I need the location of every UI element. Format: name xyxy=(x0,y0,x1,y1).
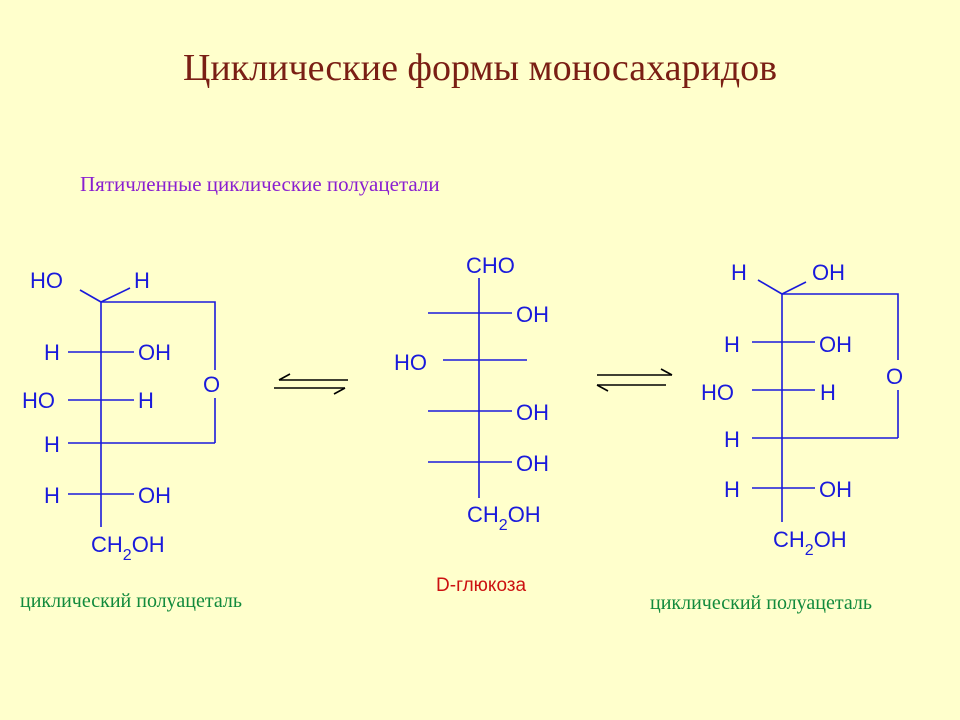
left-ring-oxygen: O xyxy=(203,372,220,397)
page-title: Циклические формы моносахаридов xyxy=(182,47,778,89)
left-ch2oh: CH2OH xyxy=(91,532,165,564)
right-ring-bond xyxy=(782,293,899,360)
right-cyclic-hemiacetal: H OH H OH HO H H H OH O CH2OH xyxy=(701,260,903,559)
center-caption: D-глюкоза xyxy=(436,575,526,597)
section-subtitle: Пятичленные циклические полуацетали xyxy=(80,172,440,196)
center-c5-oh: OH xyxy=(516,451,549,476)
center-c3-ho: HO xyxy=(394,350,427,375)
right-c5-h: H xyxy=(724,477,740,502)
left-c2-h: H xyxy=(44,340,60,365)
right-c3-ho: HO xyxy=(701,380,734,405)
center-c2-oh: OH xyxy=(516,302,549,327)
center-caption-prefix: D- xyxy=(436,575,457,596)
right-c5-oh: OH xyxy=(819,477,852,502)
left-c4-h: H xyxy=(44,432,60,457)
left-c1-bond-ho xyxy=(79,289,102,303)
left-c5-oh: OH xyxy=(138,483,171,508)
right-c2-oh: OH xyxy=(819,332,852,357)
left-c3-ho: HO xyxy=(22,388,55,413)
right-caption: циклический полуацеталь xyxy=(650,592,872,614)
left-c1-h: H xyxy=(134,268,150,293)
center-ch2oh: CH2OH xyxy=(467,502,541,534)
right-c1-h: H xyxy=(731,260,747,285)
equilibrium-arrow-right xyxy=(596,368,673,392)
right-c3-h: H xyxy=(820,380,836,405)
left-caption: циклический полуацеталь xyxy=(20,590,242,612)
left-c5-h: H xyxy=(44,483,60,508)
center-cho: CHO xyxy=(466,253,515,278)
right-c1-bond-h xyxy=(757,279,783,295)
right-c1-oh: OH xyxy=(812,260,845,285)
left-c1-ho: HO xyxy=(30,268,63,293)
right-ch2oh: CH2OH xyxy=(773,527,847,559)
left-c2-oh: OH xyxy=(138,340,171,365)
right-ring-oxygen: O xyxy=(886,364,903,389)
right-c1-bond-oh xyxy=(781,281,807,295)
left-ring-bond xyxy=(101,301,216,370)
right-c4-h: H xyxy=(724,427,740,452)
center-c4-oh: OH xyxy=(516,400,549,425)
right-c2-h: H xyxy=(724,332,740,357)
d-glucose-open-chain: CHO OH HO OH OH CH2OH xyxy=(394,253,549,534)
center-caption-name: глюкоза xyxy=(456,575,527,596)
left-c3-h: H xyxy=(138,388,154,413)
equilibrium-arrow-left xyxy=(274,373,348,395)
left-cyclic-hemiacetal: HO H H OH HO H H H OH O CH2OH xyxy=(22,268,220,564)
left-c1-bond-h xyxy=(100,287,131,303)
